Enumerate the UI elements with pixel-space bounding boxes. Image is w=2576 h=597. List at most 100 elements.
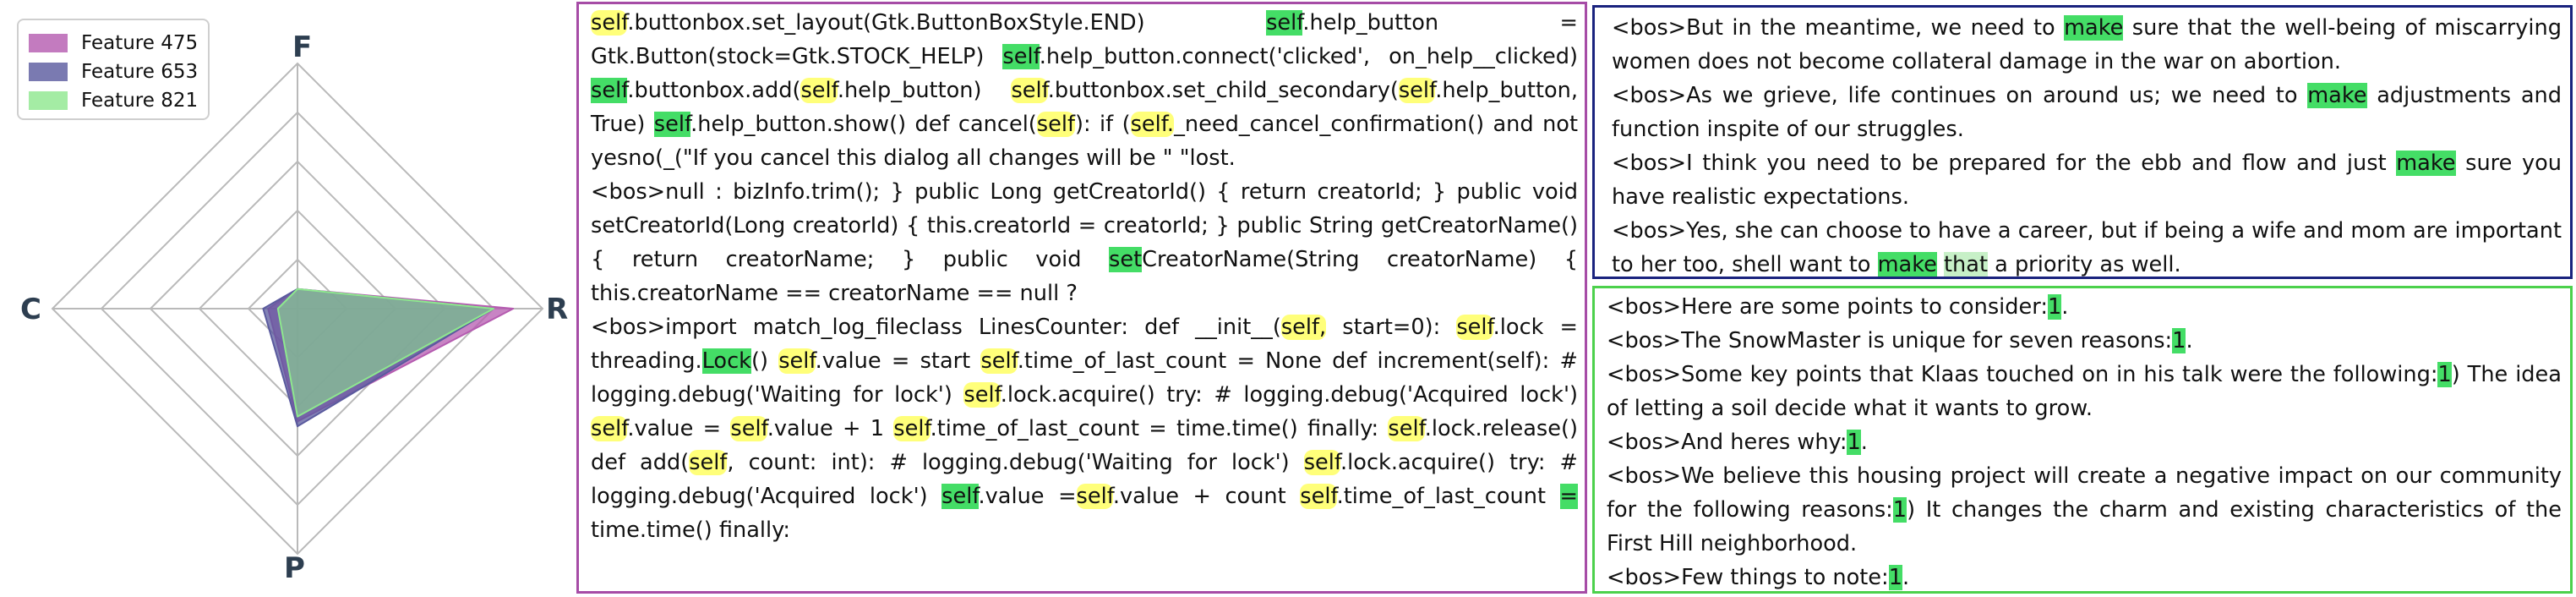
highlighted-token: self <box>591 416 628 441</box>
text-segment: , count: int): # logging.debug('Waiting … <box>727 450 1304 475</box>
text-segment: .help_button) <box>837 78 1012 103</box>
highlighted-token: self <box>800 78 838 103</box>
example-text: <bos>Here are some points to consider:1. <box>1607 290 2562 324</box>
radar-chart-panel: Feature 475 Feature 653 Feature 821 F R … <box>0 0 583 597</box>
text-segment: () <box>750 348 779 374</box>
text-segment: .lock.release() def add( <box>591 416 1578 475</box>
text-segment: <bos>Some key points that Klaas touched … <box>1607 362 2438 387</box>
highlighted-token: self <box>1076 484 1113 509</box>
example-text: <bos>Some key points that Klaas touched … <box>1607 358 2562 425</box>
highlighted-token: 1 <box>2437 362 2452 387</box>
text-segment: sure you have realistic expectations. <box>1612 151 2562 210</box>
chart-legend: Feature 475 Feature 653 Feature 821 <box>17 19 210 120</box>
text-segment: . <box>2186 328 2193 353</box>
highlighted-token: that <box>1944 252 1988 277</box>
axis-label-left: C <box>20 293 41 326</box>
text-segment: start=0): <box>1326 315 1457 340</box>
text-segment: .buttonbox.add( <box>627 78 801 103</box>
text-segment: sure that the well-being of miscarrying … <box>1612 15 2562 74</box>
highlighted-token: Lock <box>701 348 751 374</box>
highlighted-token: 1 <box>1847 430 1861 455</box>
example-text: <bos>We believe this housing project wil… <box>1607 459 2562 561</box>
radar-chart <box>51 62 544 556</box>
text-segment <box>1937 252 1944 277</box>
text-segment: .time_of_last_count <box>1336 484 1560 509</box>
highlighted-token: self <box>1456 315 1493 340</box>
axis-label-top: F <box>292 30 313 64</box>
text-segment: adjustments and function inspite of our … <box>1612 83 2562 142</box>
text-segment: time.time() finally: <box>591 518 791 543</box>
highlighted-token: self <box>591 10 628 36</box>
highlighted-token: 1 <box>2047 294 2062 320</box>
example-text: self.buttonbox.set_layout(Gtk.ButtonBoxS… <box>591 6 1578 175</box>
text-segment: .value = start <box>815 348 981 374</box>
highlighted-token: make <box>2307 83 2367 108</box>
series-area <box>276 288 494 418</box>
text-segment: <bos>import match_log_fileclass LinesCou… <box>591 315 1281 340</box>
highlighted-token: self <box>1303 450 1341 475</box>
text-segment: .buttonbox.set_layout(Gtk.ButtonBoxStyle… <box>627 10 1267 36</box>
text-segment: <bos>We believe this housing project wil… <box>1607 463 2562 523</box>
text-segment: <bos>The SnowMaster is unique for seven … <box>1607 328 2173 353</box>
text-segment: .lock = threading. <box>591 315 1579 374</box>
text-segment: .value = <box>978 484 1077 509</box>
text-segment: _need_cancel_confirmation() and not yesn… <box>591 112 1578 171</box>
example-text: <bos>But in the meantime, we need to mak… <box>1612 11 2562 79</box>
code-examples-panel: self.buttonbox.set_layout(Gtk.ButtonBoxS… <box>576 2 1587 594</box>
highlighted-token: self <box>1300 484 1337 509</box>
highlighted-token: set <box>1109 247 1143 272</box>
text-segment: . <box>2061 294 2069 320</box>
highlighted-token: self <box>893 416 931 441</box>
highlighted-token: self <box>1388 416 1425 441</box>
highlighted-token: self <box>963 382 1001 408</box>
text-segment: <bos>As we grieve, life continues on aro… <box>1612 83 2308 108</box>
example-text: <bos>import match_log_fileclass LinesCou… <box>591 310 1578 547</box>
text-segment: <bos>But in the meantime, we need to <box>1612 15 2065 41</box>
text-segment: a priority as well. <box>1987 252 2181 277</box>
text-segment: .time_of_last_count = time.time() finall… <box>930 416 1389 441</box>
highlighted-token: self <box>1002 44 1040 69</box>
text-segment: .help_button.connect('clicked', on_help_… <box>1039 44 1578 69</box>
text-segment: .value = <box>627 416 731 441</box>
highlighted-token: 1 <box>1888 565 1902 590</box>
legend-swatch-821 <box>29 91 68 110</box>
highlighted-token: self <box>689 450 728 475</box>
highlighted-token: self, <box>1280 315 1327 340</box>
highlighted-token: self <box>591 78 628 103</box>
legend-label: Feature 475 <box>81 32 199 54</box>
text-segment: .help_button.show() def cancel( <box>690 112 1037 137</box>
text-segment: ) The idea of letting a soil decide what… <box>1607 362 2562 421</box>
highlighted-token: self <box>1036 112 1075 137</box>
highlighted-token: self <box>653 112 691 137</box>
example-text: <bos>And heres why:1. <box>1607 425 2562 459</box>
text-segment: .value + 1 <box>767 416 894 441</box>
highlighted-token: self <box>778 348 816 374</box>
text-segment: <bos>null : bizInfo.trim(); } public Lon… <box>591 179 1578 272</box>
highlighted-token: self <box>1398 78 1436 103</box>
text-segment: <bos>I think you need to be prepared for… <box>1612 151 2397 176</box>
highlighted-token: self <box>1266 10 1303 36</box>
text-segment: .lock.acquire() try: # logging.debug('Ac… <box>1000 382 1578 408</box>
make-examples-panel: <bos>But in the meantime, we need to mak… <box>1592 5 2573 279</box>
text-segment: ): if ( <box>1075 112 1131 137</box>
legend-item: Feature 475 <box>29 29 208 58</box>
axis-label-right: R <box>546 293 569 326</box>
example-text: <bos>As we grieve, life continues on aro… <box>1612 79 2562 146</box>
legend-label: Feature 821 <box>81 90 199 112</box>
highlighted-token: self <box>730 416 767 441</box>
text-segment: <bos>Few things to note: <box>1607 565 1889 590</box>
example-text: <bos>The SnowMaster is unique for seven … <box>1607 324 2562 358</box>
text-segment: .help_button = Gtk.Button(stock=Gtk.STOC… <box>591 10 1578 69</box>
text-segment: .help_button, True) <box>591 78 1578 137</box>
text-segment: CreatorName(String creatorName) { this.c… <box>591 247 1578 306</box>
text-segment: .lock.acquire() try: # logging.debug('Ac… <box>591 450 1578 509</box>
list-examples-panel: <bos>Here are some points to consider:1.… <box>1592 286 2573 594</box>
text-segment: . <box>1902 565 1910 590</box>
legend-swatch-653 <box>29 63 68 81</box>
text-segment: . <box>1860 430 1868 455</box>
highlighted-token: 1 <box>2172 328 2186 353</box>
legend-item: Feature 653 <box>29 58 208 86</box>
highlighted-token: make <box>1877 252 1937 277</box>
highlighted-token: 1 <box>1892 497 1907 523</box>
legend-item: Feature 821 <box>29 86 208 115</box>
